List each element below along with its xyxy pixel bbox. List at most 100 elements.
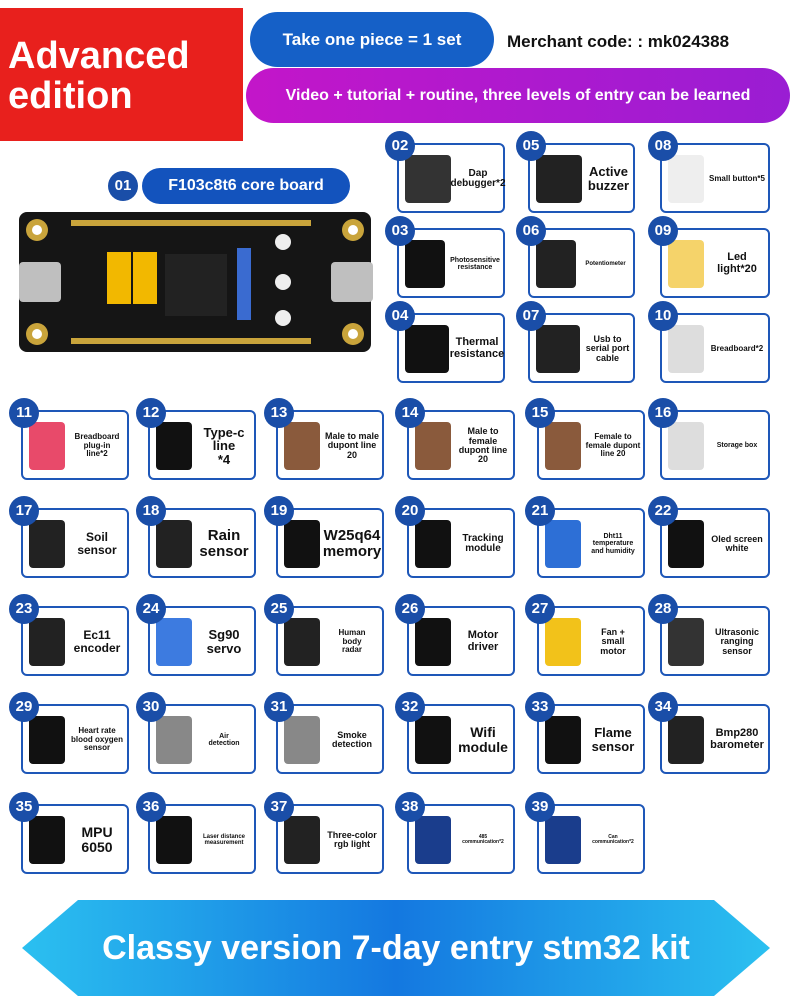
component-number-badge: 35 [9,792,39,822]
video-tutorial-text: Video + tutorial + routine, three levels… [285,87,751,104]
take-one-pill: Take one piece = 1 set [250,12,494,67]
component-image [668,520,704,568]
component-number-badge: 13 [264,398,294,428]
edition-text: Advanced edition [8,35,190,117]
component-image [415,816,451,864]
component-number-badge: 38 [395,792,425,822]
component-number-badge: 11 [9,398,39,428]
component-card: Small button*5 [660,143,770,213]
component-number-badge: 17 [9,496,39,526]
component-number-badge: 20 [395,496,425,526]
component-label: Laser distance measurement [202,833,246,846]
component-number-badge: 29 [9,692,39,722]
component-label: Three-color rgb light [327,829,377,849]
component-number-badge: 16 [648,398,678,428]
component-number-badge: 28 [648,594,678,624]
component-label: Active buzzer [587,164,630,193]
component-number-badge: 04 [385,301,415,331]
component-card: Type-c line *4 [148,410,256,480]
component-image [415,618,451,666]
component-card: Can communication*2 [537,804,645,874]
component-image [415,716,451,764]
component-image [415,422,451,470]
component-image [29,816,65,864]
component-image [284,422,320,470]
component-image [545,816,581,864]
component-image [536,240,576,288]
component-label: Human body radar [338,628,366,655]
component-label: Oled screen white [711,533,763,553]
component-label: Ultrasonic ranging sensor [714,626,759,656]
component-label: Dap debugger*2 [450,167,506,189]
component-card: Dht11 temperature and humidity [537,508,645,578]
component-image [545,618,581,666]
component-card: Thermal resistance [397,313,505,383]
component-card: Soil sensor [21,508,129,578]
component-number-badge: 30 [136,692,166,722]
component-label: Male to male dupont line 20 [324,430,380,460]
component-image [405,240,445,288]
component-label: Fan + small motor [600,626,626,656]
component-label: MPU 6050 [81,824,113,855]
component-label: Sg90 servo [206,627,242,656]
component-label: Air detection [208,732,240,747]
component-number-badge: 31 [264,692,294,722]
component-label: Usb to serial port cable [585,333,630,363]
component-card: Oled screen white [660,508,770,578]
component-number-badge: 15 [525,398,555,428]
component-number-badge: 18 [136,496,166,526]
component-card: Wifi module [407,704,515,774]
component-label: 485 communication*2 [462,833,504,845]
component-number-badge: 10 [648,301,678,331]
component-card: Usb to serial port cable [528,313,635,383]
component-number-badge: 33 [525,692,555,722]
component-label: Wifi module [458,724,508,755]
component-card: Dap debugger*2 [397,143,506,213]
component-label: Bmp280 barometer [710,727,764,751]
component-card: Photosensitive resistance [397,228,505,298]
component-number-badge: 22 [648,496,678,526]
component-image [405,325,449,373]
component-card: Breadboard plug-in line*2 [21,410,129,480]
component-card: MPU 6050 [21,804,129,874]
component-image [415,520,451,568]
banner-title: Classy version 7-day entry stm32 kit [102,929,690,967]
component-label: Photosensitive resistance [450,256,500,271]
merchant-code: Merchant code: : mk024388 [507,32,730,51]
component-number-badge: 08 [648,131,678,161]
component-label: Ec11 encoder [73,628,121,655]
component-label: Type-c line *4 [203,424,245,467]
component-label: Thermal resistance [449,336,505,360]
component-card: Air detection [148,704,256,774]
core-board-title: F103c8t6 core board [142,168,350,204]
component-label: Potentiometer [585,260,626,267]
edition-badge: Advanced edition [0,8,243,141]
component-number-badge: 26 [395,594,425,624]
component-image [156,618,192,666]
component-image [536,155,582,203]
component-image [545,716,581,764]
component-card: Led light*20 [660,228,770,298]
component-card: Smoke detection [276,704,384,774]
core-board-image [19,212,373,352]
component-number-badge: 03 [385,216,415,246]
component-number-badge: 19 [264,496,294,526]
component-number-badge: 23 [9,594,39,624]
component-label: Rain sensor [199,527,249,560]
component-number-badge: 36 [136,792,166,822]
component-image [156,716,192,764]
component-image [29,520,65,568]
component-card: Breadboard*2 [660,313,770,383]
component-label: Led light*20 [717,251,757,275]
core-number-badge: 01 [108,171,138,201]
component-label: Flame sensor [591,725,635,754]
component-image [545,520,581,568]
component-card: Male to male dupont line 20 [276,410,384,480]
component-card: Sg90 servo [148,606,256,676]
component-card: Human body radar [276,606,384,676]
component-image [156,422,192,470]
component-image [536,325,580,373]
component-label: W25q64 memory [322,527,382,560]
component-number-badge: 12 [136,398,166,428]
component-label: Male to female dupont line 20 [458,426,508,465]
